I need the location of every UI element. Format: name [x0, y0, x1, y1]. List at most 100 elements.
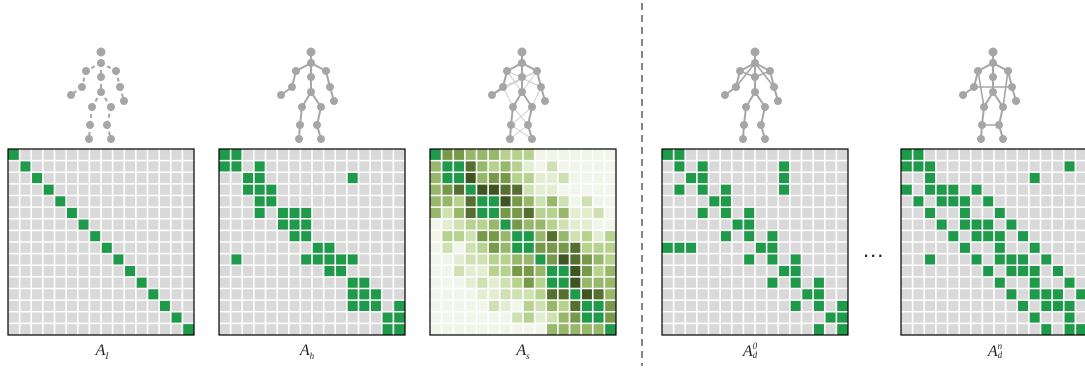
matrix-cell [488, 230, 500, 242]
label-semantic: As [516, 342, 530, 362]
matrix-cell [924, 172, 936, 184]
matrix-cell [994, 207, 1006, 219]
matrix-cell [557, 149, 570, 161]
matrix-cell [335, 265, 347, 277]
matrix-cell [430, 242, 442, 254]
matrix-cell [546, 276, 558, 289]
matrix-cell [441, 183, 454, 196]
skeleton-extra-bone [506, 70, 523, 93]
skeleton-joint [317, 135, 325, 143]
matrix-cell [592, 183, 605, 196]
matrix-cell [511, 195, 523, 208]
matrix-cell [112, 253, 125, 266]
matrix-cell [42, 183, 55, 196]
matrix-cell [1005, 265, 1018, 277]
matrix-cell [242, 172, 254, 184]
skeleton-joint [988, 47, 998, 57]
skeleton-joint [107, 135, 115, 143]
skeleton-dilated-n [959, 47, 1020, 143]
skeleton-joint [97, 88, 105, 96]
matrix-cell [604, 160, 616, 173]
matrix-cell [488, 323, 500, 335]
skeleton-joint [736, 67, 744, 75]
matrix-cell [441, 300, 454, 312]
matrix-cell [430, 160, 442, 173]
matrix-cell [499, 183, 512, 196]
skeleton-joint [541, 97, 549, 105]
matrix-cell [685, 172, 697, 184]
matrix-cell [604, 230, 616, 242]
matrix-cell [453, 300, 465, 312]
skeleton-joint [989, 73, 997, 81]
matrix-cell [778, 183, 790, 196]
matrix-cell [592, 195, 605, 208]
skeleton-joint [1008, 83, 1016, 91]
matrix-cell [453, 195, 465, 208]
matrix-cell [592, 218, 605, 231]
matrix-border [7, 148, 195, 336]
matrix-cell [766, 276, 779, 289]
matrix-cell [499, 218, 512, 231]
matrix-cell [476, 276, 489, 289]
matrix-cell [569, 265, 582, 277]
matrix-cell [592, 300, 605, 312]
matrix-cell [300, 230, 312, 242]
matrix-cell [959, 242, 971, 254]
matrix-cell [743, 230, 755, 242]
matrix-cell [546, 288, 558, 301]
matrix-cell [604, 253, 616, 266]
skeleton-joint [292, 67, 300, 75]
matrix-cell [1063, 311, 1076, 324]
matrix-cell [488, 183, 500, 196]
matrix-cell [959, 195, 971, 208]
matrix-cell [592, 323, 605, 335]
skeleton-joint [980, 103, 988, 111]
matrix-cell [219, 149, 231, 161]
adjacency-matrix-dilated-0 [661, 148, 849, 336]
matrix-cell [381, 323, 394, 335]
matrix-cell [982, 265, 994, 277]
matrix-cell [685, 242, 697, 254]
skeleton-joint [761, 103, 769, 111]
matrix-cell [430, 207, 442, 219]
matrix-cell [499, 311, 512, 324]
skeleton-joint [298, 103, 306, 111]
matrix-cell [924, 160, 936, 173]
skeleton-joint [751, 59, 759, 67]
matrix-cell [288, 230, 301, 242]
matrix-cell [265, 183, 278, 196]
skeleton-joint [306, 47, 316, 57]
matrix-cell [441, 207, 454, 219]
matrix-cell [159, 300, 171, 312]
matrix-cell [720, 230, 732, 242]
matrix-cell [358, 276, 371, 289]
matrix-cell [488, 276, 500, 289]
matrix-cell [441, 253, 454, 266]
skeleton-joint [288, 83, 296, 91]
matrix-cell [230, 149, 243, 161]
matrix-cell [464, 230, 477, 242]
skeleton-joint [999, 103, 1007, 111]
matrix-cell [557, 195, 570, 208]
matrix-cell [441, 149, 454, 161]
matrix-cell [430, 265, 442, 277]
skeleton-joint [97, 59, 105, 67]
matrix-cell [766, 230, 779, 242]
matrix-cell [476, 183, 489, 196]
matrix-cell [731, 218, 744, 231]
matrix-cell [696, 207, 709, 219]
matrix-cell [300, 207, 312, 219]
matrix-cell [581, 288, 593, 301]
matrix-cell [592, 149, 605, 161]
matrix-cell [1052, 288, 1064, 301]
matrix-cell [464, 311, 477, 324]
matrix-cell [54, 195, 67, 208]
matrix-cell [581, 195, 593, 208]
matrix-cell [994, 242, 1006, 254]
matrix-cell [546, 265, 558, 277]
matrix-cell [970, 183, 983, 196]
matrix-cell [824, 311, 837, 324]
matrix-cell [947, 230, 960, 242]
matrix-cell [464, 300, 477, 312]
